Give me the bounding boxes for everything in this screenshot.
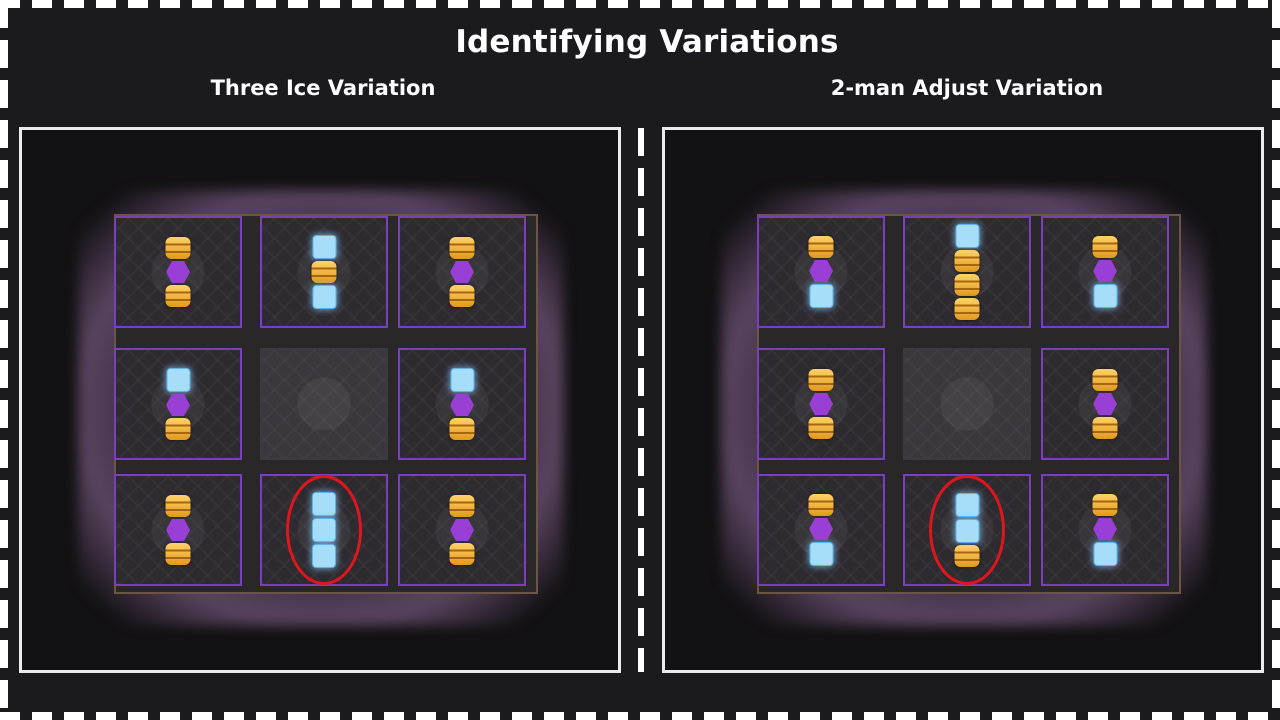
arena-tile-top-left [114,216,242,328]
marker-stack [165,368,191,440]
arena-tile-bottom-right [1041,474,1169,586]
ice-marker-icon [1093,542,1117,566]
dark-marker-icon [1093,518,1117,540]
marker-stack [165,495,191,565]
fire-marker-icon [954,298,980,320]
ice-marker-icon [312,235,336,259]
dashed-border-top [0,0,1280,8]
fire-marker-icon [311,261,337,283]
arena-tile-top-center [903,216,1031,328]
arena-panel-two-man-adjust [662,127,1264,673]
fire-marker-icon [1092,369,1118,391]
arena-tile-middle-right [1041,348,1169,460]
dark-marker-icon [450,519,474,541]
marker-stack [808,494,834,566]
panel-divider [638,128,644,672]
fire-marker-icon [808,417,834,439]
dashed-border-right [1272,0,1280,720]
marker-stack [808,236,834,308]
marker-stack [1092,236,1118,308]
dark-marker-icon [809,260,833,282]
fire-marker-icon [1092,494,1118,516]
marker-stack [449,495,475,565]
fire-marker-icon [954,274,980,296]
dark-marker-icon [166,261,190,283]
marker-stack [1092,369,1118,439]
highlight-ring [286,475,362,585]
arena-tile-middle-left [114,348,242,460]
arena-panel-three-ice [19,127,621,673]
dashed-border-left [0,0,8,720]
dark-marker-icon [809,393,833,415]
dark-marker-icon [1093,260,1117,282]
panel-title-two-man-adjust: 2-man Adjust Variation [830,76,1104,100]
arena-tile-top-right [398,216,526,328]
fire-marker-icon [1092,236,1118,258]
marker-stack [165,237,191,307]
fire-marker-icon [1092,417,1118,439]
marker-stack [808,369,834,439]
arena-tile-top-right [1041,216,1169,328]
highlight-ring [929,475,1005,585]
page-title: Identifying Variations [455,24,839,60]
dark-marker-icon [450,261,474,283]
marker-stack [449,237,475,307]
arena-tile-bottom-left [114,474,242,586]
marker-stack [954,224,980,320]
fire-marker-icon [808,236,834,258]
fire-marker-icon [165,237,191,259]
dark-marker-icon [450,394,474,416]
arena-tile-middle-right [398,348,526,460]
marker-stack [311,235,337,309]
dark-marker-icon [166,519,190,541]
marker-stack [449,368,475,440]
arena-tile-middle-left [757,348,885,460]
dark-marker-icon [166,394,190,416]
ice-marker-icon [166,368,190,392]
fire-marker-icon [165,495,191,517]
ice-marker-icon [450,368,474,392]
arena-tile-bottom-left [757,474,885,586]
arena-tile-top-center [260,216,388,328]
arena-tile-center [903,348,1031,460]
fire-marker-icon [808,369,834,391]
arena-tile-top-left [757,216,885,328]
arena-tile-center [260,348,388,460]
ice-marker-icon [312,285,336,309]
dark-marker-icon [1093,393,1117,415]
ice-marker-icon [809,542,833,566]
fire-marker-icon [165,285,191,307]
dark-marker-icon [809,518,833,540]
fire-marker-icon [449,543,475,565]
ice-marker-icon [955,224,979,248]
dashed-border-bottom [0,712,1280,720]
fire-marker-icon [449,418,475,440]
fire-marker-icon [165,543,191,565]
ice-marker-icon [1093,284,1117,308]
fire-marker-icon [449,237,475,259]
fire-marker-icon [954,250,980,272]
fire-marker-icon [165,418,191,440]
marker-stack [1092,494,1118,566]
fire-marker-icon [449,285,475,307]
panel-title-three-ice: Three Ice Variation [210,76,436,100]
arena-tile-bottom-right [398,474,526,586]
fire-marker-icon [449,495,475,517]
ice-marker-icon [809,284,833,308]
fire-marker-icon [808,494,834,516]
